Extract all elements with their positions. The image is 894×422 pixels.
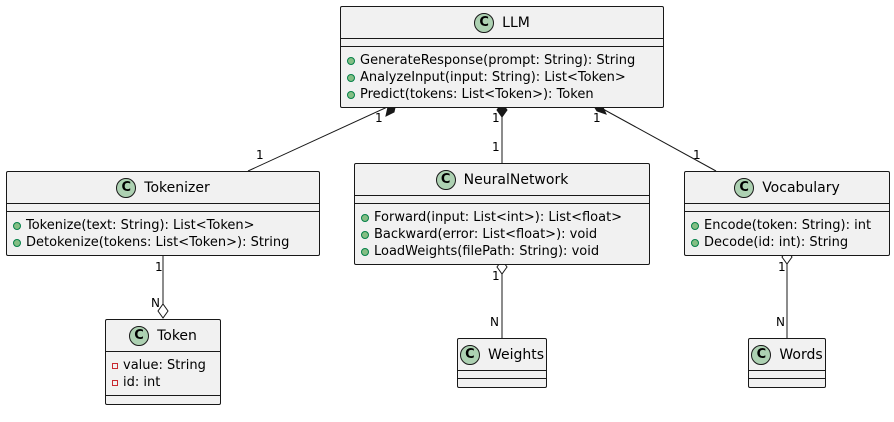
- class-badge-icon: C: [129, 325, 150, 346]
- method: Backward(error: List<float>): void: [355, 226, 649, 243]
- tokenizer-token-to-mult: N: [151, 296, 160, 310]
- methods-section: Encode(token: String): int Decode(id: in…: [685, 212, 889, 255]
- fields-section: [458, 371, 546, 379]
- class-badge-icon: C: [474, 12, 495, 33]
- llm-neural-from-mult: 1: [492, 111, 500, 125]
- llm-tokenizer-line: [247, 102, 397, 172]
- neural-weights-from-mult: 1: [492, 269, 500, 283]
- vocab-words-to-mult: N: [776, 315, 785, 329]
- private-icon: [112, 362, 118, 369]
- method: Predict(tokens: List<Token>): Token: [341, 86, 663, 103]
- llm-tokenizer-from-mult: 1: [375, 111, 383, 125]
- method: Detokenize(tokens: List<Token>): String: [7, 234, 319, 251]
- method: Decode(id: int): String: [685, 234, 889, 251]
- method: GenerateResponse(prompt: String): String: [341, 52, 663, 69]
- methods-section: Tokenize(text: String): List<Token> Deto…: [7, 212, 319, 255]
- field: id: int: [106, 374, 220, 391]
- fields-section: [749, 371, 825, 379]
- public-icon: [347, 56, 355, 65]
- llm-neural-to-mult: 1: [492, 140, 500, 154]
- class-name: Vocabulary: [762, 179, 840, 196]
- vocab-words-from-mult: 1: [778, 260, 786, 274]
- class-name: Words: [779, 346, 823, 363]
- method: Encode(token: String): int: [685, 217, 889, 234]
- class-name: NeuralNetwork: [463, 171, 569, 188]
- llm-vocab-to-mult: 1: [693, 148, 701, 162]
- class-badge-icon: C: [734, 177, 755, 198]
- class-header: C Weights: [458, 339, 546, 371]
- public-icon: [361, 230, 369, 239]
- class-tokenizer[interactable]: C Tokenizer Tokenize(text: String): List…: [6, 171, 320, 256]
- method: Forward(input: List<int>): List<float>: [355, 209, 649, 226]
- public-icon: [361, 213, 369, 222]
- public-icon: [361, 247, 369, 256]
- method: AnalyzeInput(input: String): List<Token>: [341, 69, 663, 86]
- class-badge-icon: C: [751, 344, 772, 365]
- tokenizer-token-from-mult: 1: [155, 260, 163, 274]
- class-header: C Token: [106, 320, 220, 352]
- field: value: String: [106, 357, 220, 374]
- method: LoadWeights(filePath: String): void: [355, 243, 649, 260]
- method: Tokenize(text: String): List<Token>: [7, 217, 319, 234]
- class-token[interactable]: C Token value: String id: int: [105, 319, 221, 405]
- class-name: Tokenizer: [144, 179, 210, 196]
- public-icon: [13, 221, 21, 230]
- fields-section: [7, 204, 319, 212]
- fields-section: value: String id: int: [106, 352, 220, 396]
- public-icon: [691, 221, 699, 230]
- methods-section: [106, 396, 220, 404]
- class-name: LLM: [502, 14, 530, 31]
- fields-section: [685, 204, 889, 212]
- public-icon: [13, 238, 21, 247]
- class-vocabulary[interactable]: C Vocabulary Encode(token: String): int …: [684, 171, 890, 256]
- methods-section: GenerateResponse(prompt: String): String…: [341, 47, 663, 107]
- class-badge-icon: C: [116, 177, 137, 198]
- class-words[interactable]: C Words: [748, 338, 826, 388]
- llm-tokenizer-to-mult: 1: [256, 148, 264, 162]
- public-icon: [691, 238, 699, 247]
- llm-vocab-from-mult: 1: [593, 111, 601, 125]
- class-header: C LLM: [341, 7, 663, 39]
- public-icon: [347, 73, 355, 82]
- class-neural-network[interactable]: C NeuralNetwork Forward(input: List<int>…: [354, 163, 650, 265]
- llm-vocab-line: [591, 102, 717, 172]
- class-header: C Words: [749, 339, 825, 371]
- class-header: C Tokenizer: [7, 172, 319, 204]
- methods-section: [458, 379, 546, 387]
- class-llm[interactable]: C LLM GenerateResponse(prompt: String): …: [340, 6, 664, 108]
- class-weights[interactable]: C Weights: [457, 338, 547, 388]
- class-header: C NeuralNetwork: [355, 164, 649, 196]
- class-name: Token: [157, 327, 197, 344]
- private-icon: [112, 379, 118, 386]
- fields-section: [341, 39, 663, 47]
- neural-weights-to-mult: N: [490, 315, 499, 329]
- public-icon: [347, 90, 355, 99]
- fields-section: [355, 196, 649, 204]
- class-name: Weights: [487, 346, 545, 363]
- class-badge-icon: C: [435, 169, 456, 190]
- methods-section: [749, 379, 825, 387]
- tokenizer-token-aggregation-diamond: [157, 303, 169, 319]
- methods-section: Forward(input: List<int>): List<float> B…: [355, 204, 649, 264]
- class-badge-icon: C: [459, 344, 480, 365]
- class-header: C Vocabulary: [685, 172, 889, 204]
